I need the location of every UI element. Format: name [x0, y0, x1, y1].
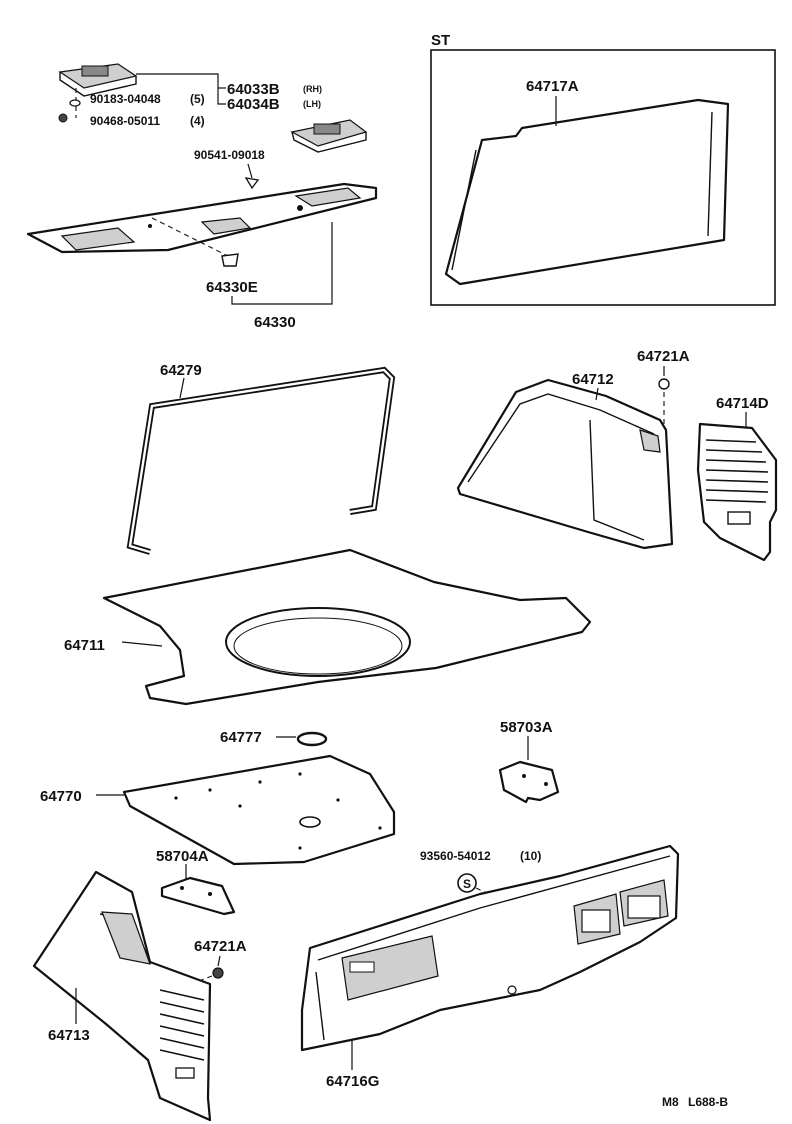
clip-64721A-bottom: [212, 967, 224, 979]
trunk-side-trim-64713: [32, 870, 212, 1122]
speaker-grille-lower: [290, 119, 368, 153]
part-64713: 64713: [48, 1027, 90, 1044]
footer-ref: L688-B: [688, 1095, 728, 1109]
clip-64330E: [221, 253, 239, 267]
st-label: ST: [431, 32, 450, 49]
leader-64711: [121, 641, 163, 647]
part-64330: 64330: [254, 314, 296, 331]
leader-64279: [179, 377, 185, 399]
part-90541: 90541-09018: [194, 148, 265, 162]
part-90183-qty: (5): [190, 92, 205, 106]
back-panel-trim-64716G: [300, 844, 680, 1052]
trunk-mat-64711: [102, 548, 592, 706]
part-90468-qty: (4): [190, 114, 205, 128]
part-64770: 64770: [40, 788, 82, 805]
floor-board-64770: [122, 754, 396, 866]
part-90183: 90183-04048: [90, 92, 161, 106]
st-box: [430, 49, 776, 306]
weatherstrip-64279: [126, 366, 396, 555]
speaker-grille-upper: [58, 63, 138, 97]
clip-64721A-top: [658, 378, 670, 390]
part-93560-qty: (10): [520, 849, 541, 863]
footer-code: M8: [662, 1095, 679, 1109]
leader-64033B: [136, 73, 226, 105]
screw-marker-letter: S: [463, 877, 471, 891]
grommet-64777: [296, 731, 328, 747]
bracket-58703A: [498, 760, 560, 804]
part-64712: 64712: [572, 371, 614, 388]
part-64721A-top: 64721A: [637, 348, 690, 365]
part-64717A: 64717A: [526, 78, 579, 95]
trunk-mat-64717A: [444, 98, 730, 286]
clip-90183: [58, 88, 81, 123]
part-64714D: 64714D: [716, 395, 769, 412]
bracket-58704A: [160, 876, 236, 916]
part-64034B: 64034B: [227, 96, 280, 113]
package-tray-64330: [26, 182, 378, 254]
part-64721A-bottom: 64721A: [194, 938, 247, 955]
leader-64330: [231, 222, 333, 305]
part-58704A: 58704A: [156, 848, 209, 865]
part-93560: 93560-54012: [420, 849, 491, 863]
part-58703A: 58703A: [500, 719, 553, 736]
part-64777: 64777: [220, 729, 262, 746]
part-64033B: 64033B: [227, 81, 280, 98]
part-90468: 90468-05011: [90, 114, 160, 128]
leader-64712: [595, 387, 599, 401]
cover-64714D: [696, 422, 778, 562]
fastener-90541: [244, 177, 260, 190]
trunk-side-trim-64712: [456, 378, 674, 550]
part-64716G: 64716G: [326, 1073, 379, 1090]
part-64034B-side: (LH): [303, 99, 321, 109]
leader-90541: [247, 163, 253, 179]
screw-marker-icon: [457, 873, 477, 893]
part-64711: 64711: [64, 637, 105, 654]
part-64330E: 64330E: [206, 279, 258, 296]
part-64279: 64279: [160, 362, 202, 379]
leader-64721A-bottom: [217, 955, 221, 967]
part-64033B-side: (RH): [303, 84, 322, 94]
